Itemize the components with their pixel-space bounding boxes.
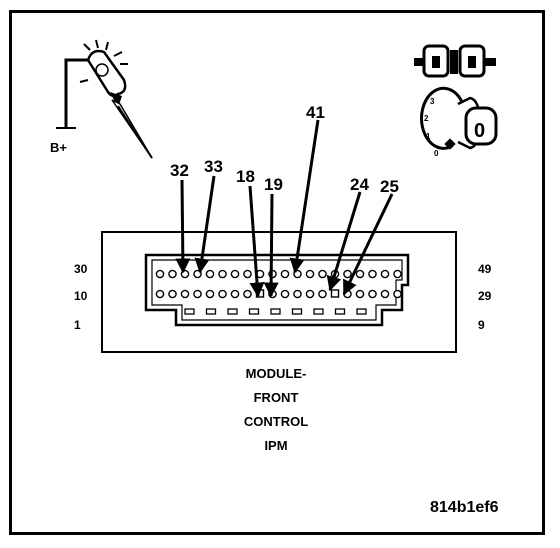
arrow-33 — [194, 175, 216, 274]
pin-cavity — [270, 308, 281, 315]
ignition-position-1: 1 — [426, 132, 431, 141]
pin-cavity — [243, 269, 252, 279]
pin-cavity — [243, 289, 252, 299]
pin-cavity — [355, 289, 365, 299]
pin-cavity — [227, 308, 238, 315]
ignition-position-0: 0 — [434, 149, 439, 158]
battery-label: B+ — [50, 140, 67, 155]
pin-cavity — [218, 269, 227, 279]
pin-cavity — [230, 269, 240, 279]
arrow-32 — [175, 179, 191, 274]
arrow-24 — [326, 191, 362, 292]
ignition-key-label: 0 — [474, 120, 485, 142]
row-label-left-bottom: 1 — [74, 318, 81, 332]
pin-cavity — [393, 269, 402, 279]
ignition-position-2: 2 — [424, 114, 429, 123]
pin-cavity — [180, 289, 190, 299]
pin-callout-41: 41 — [306, 103, 325, 122]
arrow-25 — [342, 193, 394, 296]
fuse-icon — [414, 44, 496, 78]
pin-cavity — [218, 289, 227, 299]
pin-cavity — [193, 289, 202, 299]
figure-id: 814b1ef6 — [430, 499, 499, 516]
pin-cavity — [291, 308, 303, 315]
ignition-position-3: 3 — [430, 97, 435, 106]
pin-cavity — [155, 269, 165, 279]
pin-cavity — [343, 269, 352, 279]
row-label-right-middle: 29 — [478, 289, 492, 303]
row-label-left-top: 30 — [74, 262, 88, 276]
pin-cavity — [318, 289, 327, 299]
pin-callout-33: 33 — [204, 157, 223, 176]
test-light-probe-icon — [79, 39, 153, 159]
pin-cavity — [168, 269, 177, 279]
arrow-19 — [263, 193, 279, 298]
module-label-line-4: IPM — [264, 438, 287, 453]
connector-inner-shell — [151, 259, 403, 321]
pin-cavity — [380, 269, 390, 279]
pin-cavity — [205, 308, 217, 315]
pin-callout-18: 18 — [236, 167, 255, 186]
pin-cavity — [313, 308, 324, 315]
pin-row-bottom — [184, 308, 367, 315]
pin-cavity — [380, 289, 390, 299]
row-label-right-top: 49 — [478, 262, 492, 276]
ignition-switch-icon: 0 3 2 1 0 — [420, 86, 498, 158]
pin-callout-24: 24 — [350, 175, 369, 194]
pin-row-middle — [155, 289, 402, 299]
pin-cavity — [293, 289, 302, 299]
pin-callout-19: 19 — [264, 175, 283, 194]
pin-cavity — [356, 308, 367, 315]
pin-cavity — [318, 269, 327, 279]
pin-cavity — [280, 289, 290, 299]
pin-cavity — [330, 289, 340, 298]
battery-lead — [56, 58, 92, 129]
module-label-line-3: CONTROL — [244, 414, 308, 429]
pin-cavity — [168, 289, 177, 299]
module-label-line-2: FRONT — [254, 390, 299, 405]
pin-cavity — [393, 289, 402, 299]
pin-callout-25: 25 — [380, 177, 399, 196]
pin-cavity — [334, 308, 346, 315]
module-label-line-1: MODULE- — [246, 366, 307, 381]
pin-cavity — [368, 289, 377, 299]
arrow-18 — [248, 185, 265, 298]
pin-cavity — [305, 289, 315, 299]
pin-cavity — [368, 269, 377, 279]
pin-cavity — [248, 308, 260, 315]
callout-arrows — [175, 119, 394, 298]
pin-cavity — [205, 289, 215, 299]
pin-cavity — [205, 269, 215, 279]
pin-cavity — [305, 269, 315, 279]
pin-callout-32: 32 — [170, 161, 189, 180]
row-label-right-bottom: 9 — [478, 318, 485, 332]
pin-cavity — [155, 289, 165, 299]
row-label-left-middle: 10 — [74, 289, 88, 303]
pin-cavity — [230, 289, 240, 299]
pin-cavity — [355, 269, 365, 279]
pin-cavity — [280, 269, 290, 279]
pin-cavity — [184, 308, 195, 315]
arrow-41 — [289, 119, 320, 274]
